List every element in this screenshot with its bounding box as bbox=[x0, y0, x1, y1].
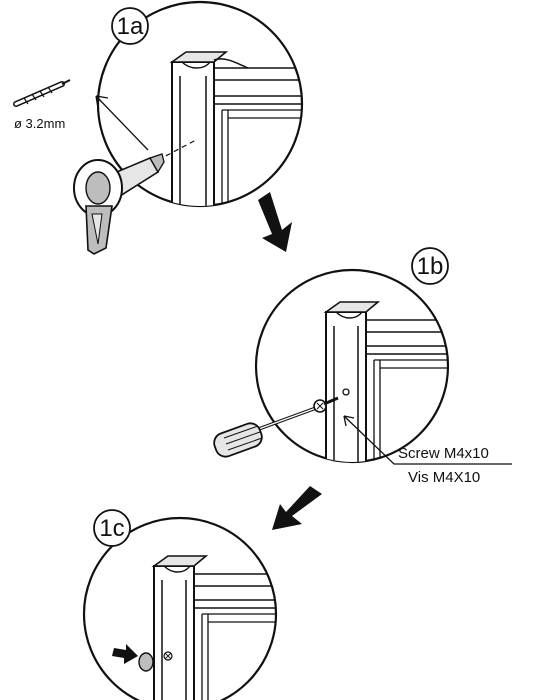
step-label-1a: 1a bbox=[111, 7, 149, 45]
step-number-1c: 1c bbox=[99, 515, 124, 542]
drill-bit-icon bbox=[13, 79, 71, 107]
step-1b-panel: 1b bbox=[254, 247, 450, 464]
drill-bit-diameter-label: ø 3.2mm bbox=[14, 116, 65, 131]
step-1a-panel: 1a bbox=[96, 0, 304, 208]
screwdriver-icon bbox=[213, 406, 317, 458]
step-label-1b: 1b bbox=[411, 247, 449, 285]
step-label-1c: 1c bbox=[93, 509, 131, 547]
screw-cap-icon bbox=[138, 652, 154, 672]
screw-label-fr: Vis M4X10 bbox=[408, 469, 480, 486]
leader-arrow bbox=[95, 95, 149, 151]
step-number-1b: 1b bbox=[417, 253, 444, 280]
step-1c-panel: 1c bbox=[82, 509, 278, 700]
frame-profile-1c bbox=[112, 555, 276, 700]
direction-arrow-icon bbox=[272, 486, 322, 530]
frame-profile-1a bbox=[157, 51, 302, 206]
direction-arrow-icon bbox=[258, 192, 292, 252]
push-arrow-icon bbox=[112, 644, 138, 664]
frame-profile-1b bbox=[323, 301, 448, 462]
power-drill-icon bbox=[73, 153, 165, 255]
screw-leader-line bbox=[343, 415, 512, 465]
step-number-1a: 1a bbox=[117, 13, 144, 40]
screw-icon bbox=[313, 396, 339, 413]
screw-label-en: Screw M4x10 bbox=[398, 445, 489, 462]
